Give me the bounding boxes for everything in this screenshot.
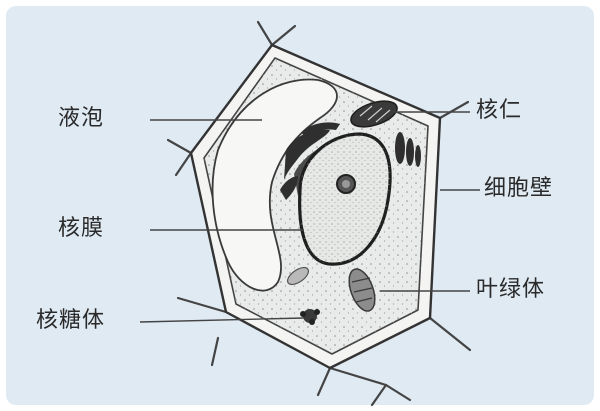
label-nucleolus: 核仁 — [476, 100, 522, 122]
label-cell-wall: 细胞壁 — [484, 178, 553, 200]
label-chloroplast: 叶绿体 — [476, 279, 545, 301]
label-nuclear-envelope: 核膜 — [58, 218, 104, 240]
label-ribosome: 核糖体 — [36, 310, 105, 332]
label-vacuole: 液泡 — [58, 108, 104, 130]
